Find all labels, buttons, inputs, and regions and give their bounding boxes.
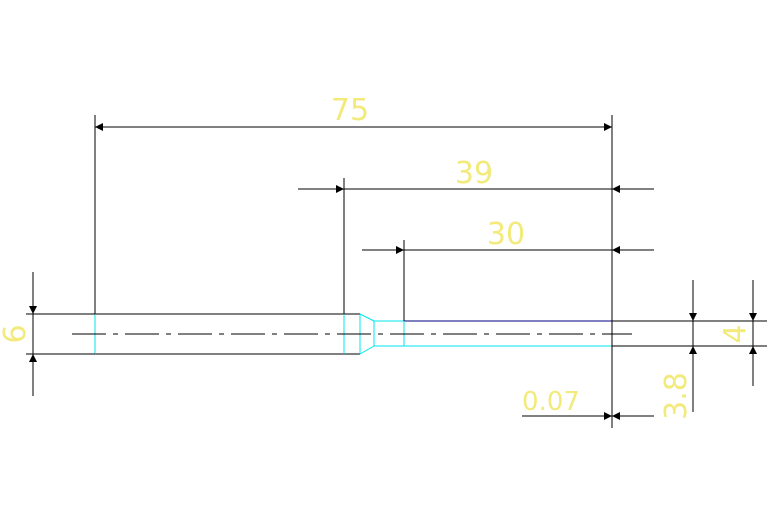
tip-diameter-label: 4	[718, 324, 753, 343]
dimension-tip-length: 30	[362, 217, 654, 254]
taper	[359, 313, 375, 355]
extension-lines	[26, 115, 767, 428]
dimension-tolerance-offset: 0.07	[522, 387, 654, 420]
tip-length-label: 30	[487, 217, 525, 252]
stepped-length-label: 39	[455, 156, 493, 191]
tolerance-offset-label: 0.07	[522, 387, 580, 417]
overall-length-label: 75	[331, 93, 369, 128]
shank-diameter-label: 6	[0, 324, 33, 343]
dimension-tip-diameter: 4	[718, 280, 757, 386]
step-diameter-label: 3.8	[659, 372, 694, 420]
dimension-step-diameter: 3.8	[659, 280, 697, 420]
dimension-overall-length: 75	[95, 93, 612, 131]
dimension-stepped-length: 39	[298, 156, 654, 193]
dimension-shank-diameter: 6	[0, 272, 37, 396]
